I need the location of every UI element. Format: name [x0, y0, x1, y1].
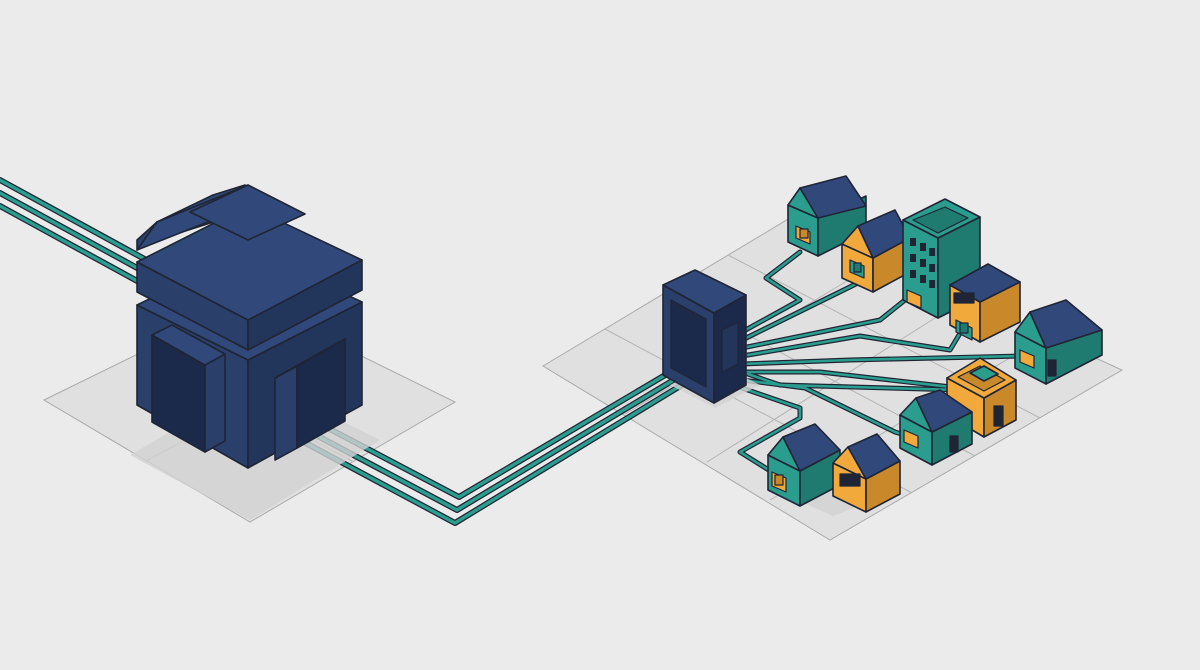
house-2 [841, 209, 911, 293]
house-5 [899, 389, 973, 466]
house-7 [832, 433, 901, 513]
house-1 [787, 175, 867, 257]
door-icon [993, 405, 1004, 427]
door-icon [1047, 359, 1057, 377]
meter-icon [774, 474, 784, 486]
meter-icon [959, 322, 969, 334]
house-3 [949, 263, 1021, 343]
house-4 [1014, 299, 1103, 385]
tower-windows [910, 238, 935, 288]
meter-icon [853, 262, 862, 273]
transmission-cables [297, 355, 697, 526]
office-tower [902, 198, 981, 319]
distribution-cabinet [662, 269, 760, 408]
window-icon [953, 292, 975, 304]
power-plant [130, 184, 380, 520]
window-icon [839, 473, 861, 487]
door-icon [949, 435, 959, 453]
meter-icon [799, 228, 809, 239]
incoming-feed-cables [0, 177, 153, 291]
